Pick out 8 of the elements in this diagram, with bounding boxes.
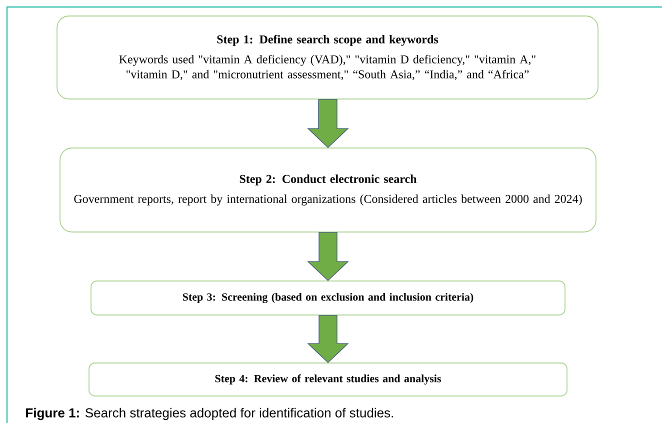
- step-box: Step 1: Define search scope and keywords Keywords used "vitamin A deficiency (VAD)," "vitamin D deficiency," "vitamin A," "vitamin D," and "micronutrient assessment," “South Asia,” “India,” and “Africa”: [56, 16, 598, 100]
- step-box: Step 3: Screening (based on exclusion and inclusion criteria): [90, 280, 566, 316]
- block-arrow: [307, 315, 349, 364]
- step-box: Step 4: Review of relevant studies and analysis: [88, 362, 568, 396]
- block-arrow: [307, 232, 349, 282]
- block-arrow: [307, 99, 349, 148]
- step-box: Step 2: Conduct electronic search Government reports, report by international organizations (Considered articles between 2000 and 2024): [60, 148, 596, 232]
- figure-caption: Figure 1: Search strategies adopted for identification of studies.: [26, 408, 393, 420]
